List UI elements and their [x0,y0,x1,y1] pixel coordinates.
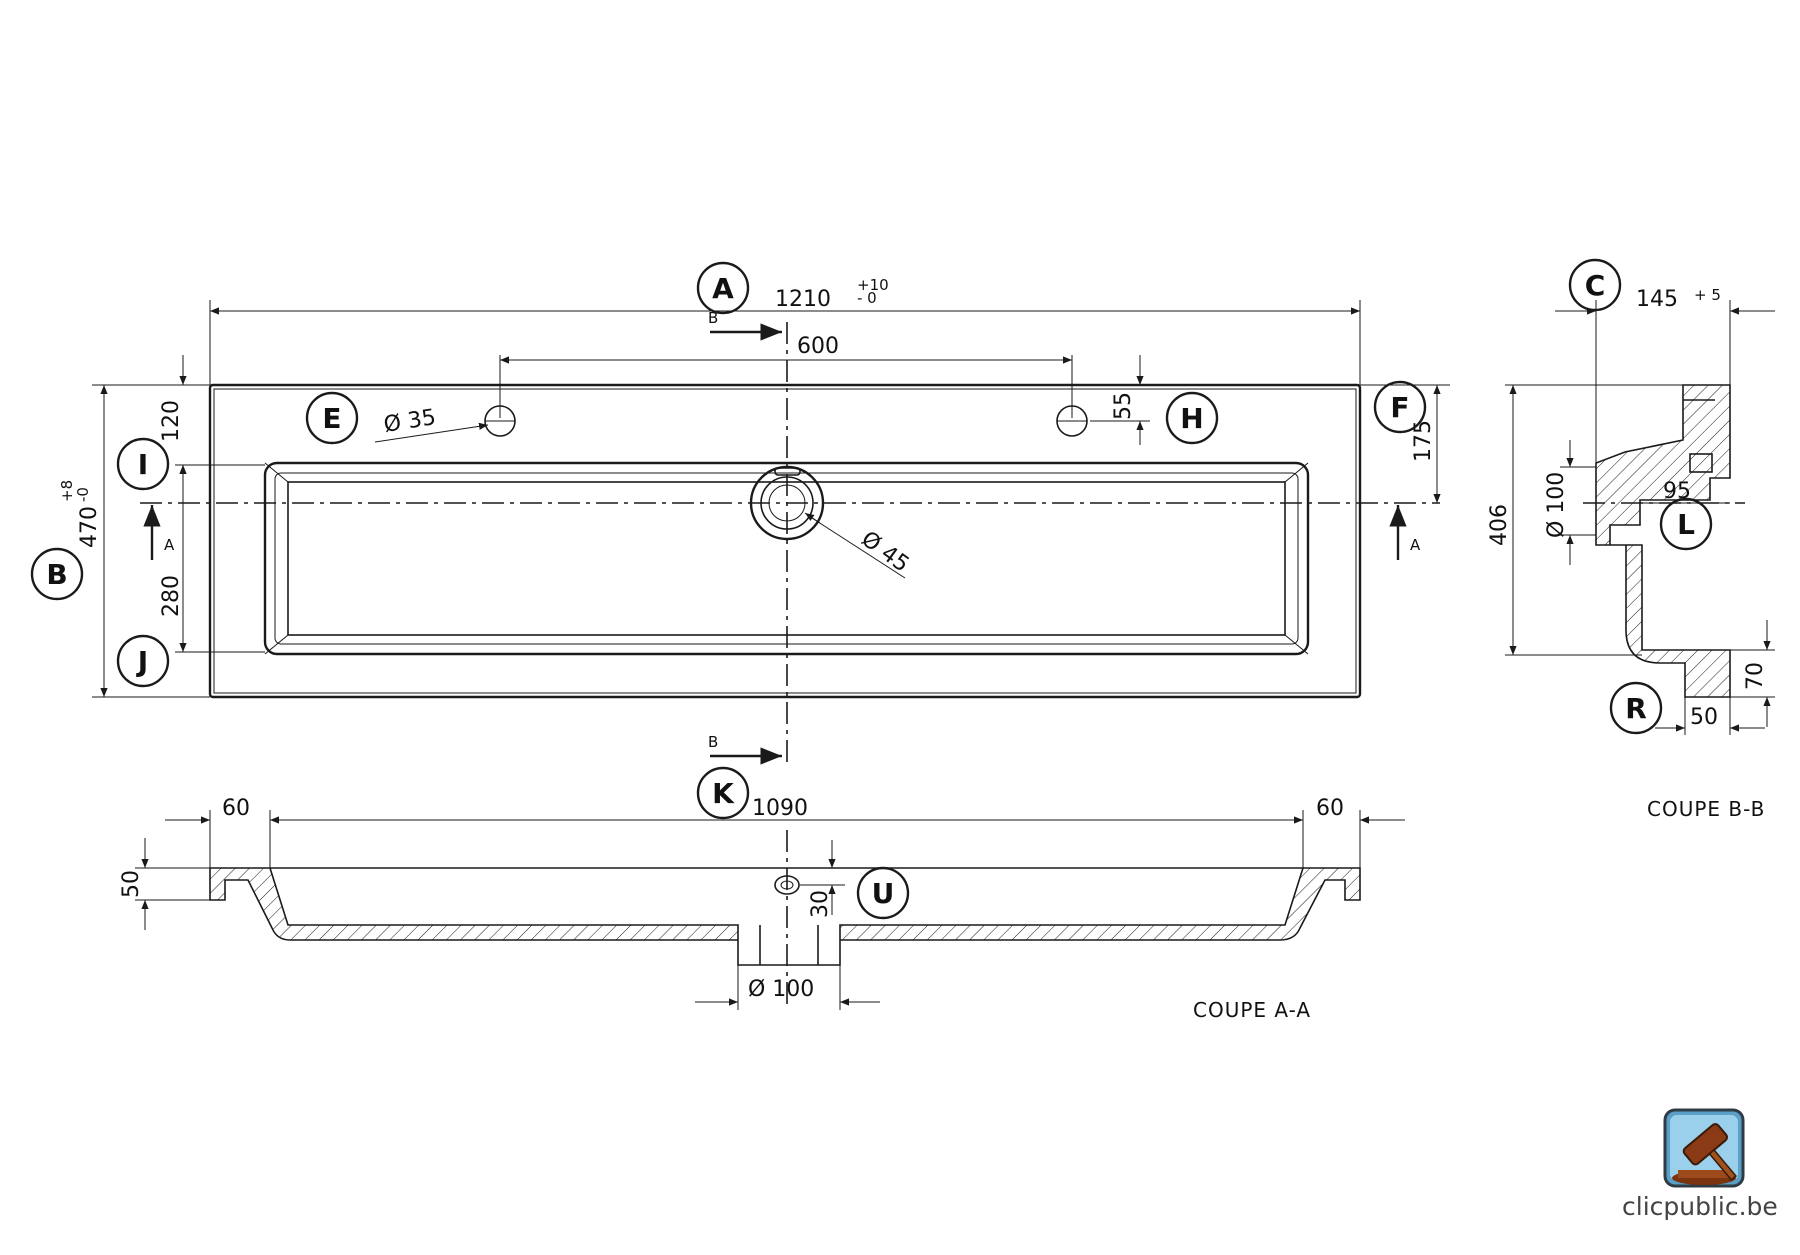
dim-bb-50: 50 [1690,705,1718,730]
dim-bb-width-tol: + 5 [1694,286,1721,304]
callout-f: F [1373,380,1427,434]
caption-coupe-aa: COUPE A-A [1193,998,1311,1022]
dim-inner-length: 1090 [752,796,808,821]
dim-width-tol-plus: +10 [857,276,889,294]
callout-k: K [696,766,750,820]
callout-e: E [305,391,359,445]
svg-text:I: I [138,448,148,481]
dim-depth-tol-minus: -0 [74,487,92,502]
callout-b: B [30,547,84,601]
svg-text:J: J [136,645,148,678]
dim-hole-diameter: Ø 35 [382,405,438,438]
callout-l: L [1659,497,1713,551]
callout-i: I [116,437,170,491]
svg-text:H: H [1180,402,1203,435]
dim-rim-height: 50 [119,870,144,898]
dim-depth-tol-plus: +8 [58,480,76,502]
dim-depth: 470 [77,506,102,548]
callout-u: U [856,866,910,920]
dim-bb-width: 145 [1636,287,1678,312]
top-view: 1210 +10 - 0 600 Ø 35 55 175 470 +8 -0 1… [58,276,1450,765]
svg-text:E: E [322,402,341,435]
callout-a: A [696,261,750,315]
gavel-icon [1663,1108,1745,1188]
svg-text:A: A [712,272,734,305]
dim-bb-70: 70 [1743,662,1768,690]
dim-drain-diameter: Ø 45 [856,527,913,578]
dim-left-rim: 60 [222,796,250,821]
dim-total-width: 1210 [775,287,831,312]
callout-r: R [1609,681,1663,735]
counter-outline [208,383,1362,699]
dim-overflow-height: 30 [808,890,833,918]
dim-bb-depth: 406 [1487,504,1512,546]
clicpublic-logo[interactable]: clicpublic.be [1618,1100,1798,1230]
dim-hole-offset: 55 [1111,392,1136,420]
svg-text:C: C [1585,269,1606,302]
dim-back-edge: 120 [159,400,184,442]
section-a-left-label: A [164,536,175,554]
dim-bb-drain: Ø 100 [1544,472,1569,538]
callout-j: J [116,634,170,688]
dim-tap-spacing: 600 [797,334,839,359]
svg-text:F: F [1390,391,1409,424]
callout-h: H [1165,391,1219,445]
caption-coupe-bb: COUPE B-B [1647,797,1765,821]
svg-text:U: U [872,877,895,910]
svg-text:R: R [1625,692,1647,725]
callouts: A B C E F H I J K L R U [30,258,1713,920]
section-a-right-label: A [1410,536,1421,554]
section-bb: 145 + 5 406 Ø 100 95 70 50 COUPE B-B [1487,286,1775,821]
svg-text:K: K [712,777,735,810]
dim-drain-outlet: Ø 100 [748,977,814,1002]
logo-brand-text: clicpublic.be [1622,1192,1778,1221]
callout-c: C [1568,258,1622,312]
dim-right-rim: 60 [1316,796,1344,821]
section-aa: 60 1090 60 50 30 Ø 100 COUPE A-A [119,796,1405,1022]
dim-width-tol-minus: - 0 [857,289,877,307]
section-b-top-label: B [708,309,718,327]
svg-text:B: B [46,558,67,591]
dim-basin-depth: 280 [159,575,184,617]
svg-text:L: L [1677,508,1695,541]
section-b-bottom-label: B [708,733,718,751]
